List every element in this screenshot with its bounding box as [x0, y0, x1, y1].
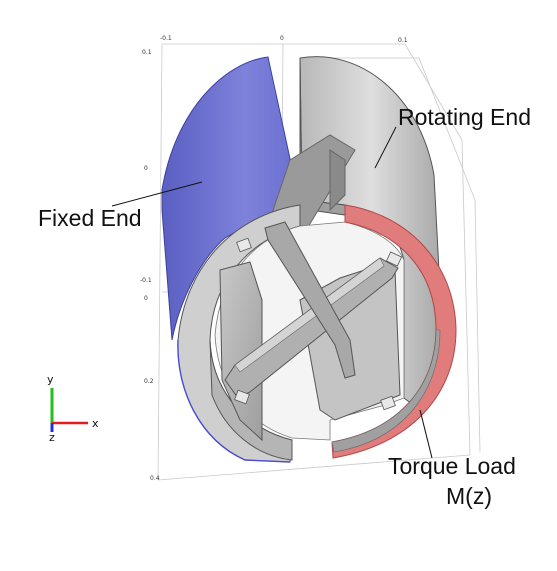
leader-lines	[111, 126, 433, 459]
fixed-end-edge	[177, 339, 291, 463]
tick-front-2: 0.4	[150, 475, 160, 482]
label-torque-load-moment: M(z)	[446, 483, 492, 509]
triad-x-label: x	[92, 417, 99, 430]
slot-notches	[234, 237, 403, 411]
tick-top-2: 0.1	[398, 37, 408, 44]
tick-left-1: 0	[144, 165, 148, 172]
tick-left-2: -0.1	[140, 277, 152, 284]
cross-flexure-bar	[264, 221, 356, 379]
lower-right-body	[331, 329, 441, 453]
tick-left-0: 0.1	[142, 49, 152, 56]
leader-fixed-end	[111, 181, 203, 207]
leader-rotating-end	[374, 126, 397, 169]
label-fixed-end: Fixed End	[38, 205, 142, 231]
lower-left-body	[209, 339, 293, 461]
leader-torque-load	[419, 409, 433, 459]
triad-z-label: z	[49, 431, 55, 444]
torque-load-face	[331, 204, 457, 459]
coordinate-triad: y x z	[47, 373, 99, 444]
tick-front-0: 0	[144, 295, 148, 302]
axis-ticks-top: -0.1 0 0.1	[160, 35, 408, 44]
tick-front-1: 0.2	[144, 378, 154, 385]
axis-ticks-left: 0.1 0 -0.1	[140, 49, 152, 284]
label-rotating-end: Rotating End	[398, 104, 531, 130]
tick-top-0: -0.1	[160, 35, 172, 42]
axis-ticks-front: 0 0.2 0.4	[144, 295, 160, 482]
inner-left-post	[219, 261, 263, 442]
tick-top-1: 0	[280, 35, 284, 42]
main-flexure-bar-face	[234, 257, 385, 373]
label-torque-load: Torque Load	[388, 453, 516, 479]
triad-y-label: y	[47, 373, 54, 386]
fixed-end-shell	[161, 56, 301, 341]
